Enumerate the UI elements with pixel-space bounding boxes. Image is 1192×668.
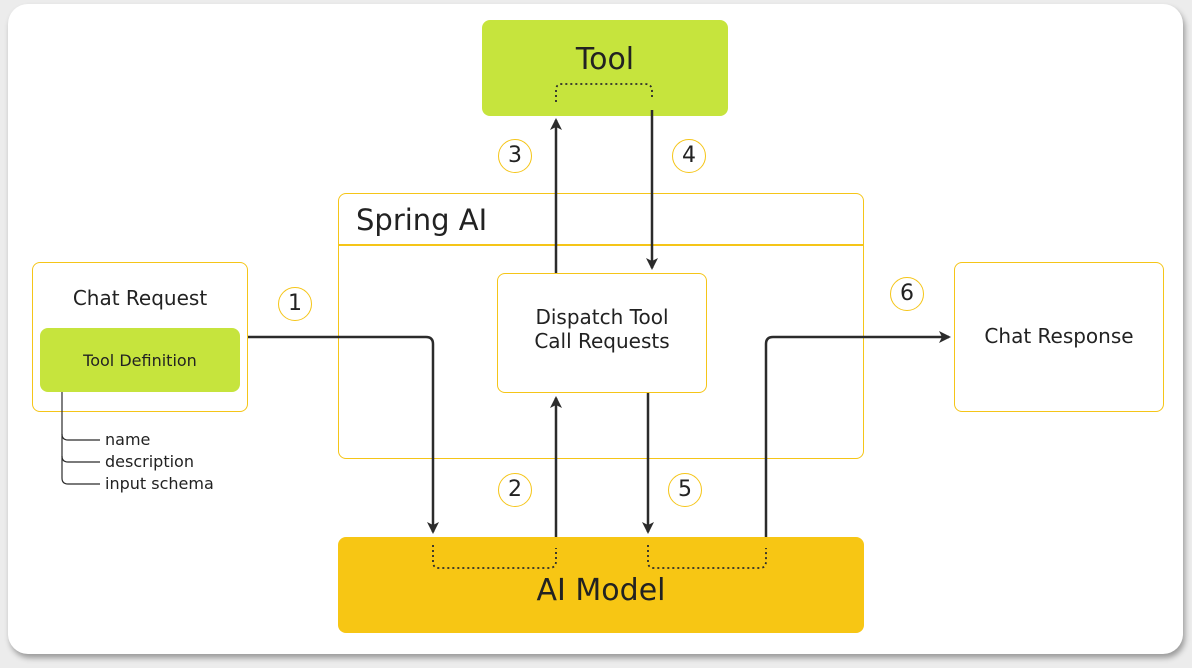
chat-response-box bbox=[954, 262, 1164, 412]
tool-label: Tool bbox=[575, 42, 635, 77]
dotted-loop-tool bbox=[555, 83, 653, 102]
field-input-schema: input schema bbox=[105, 474, 214, 493]
field-description: description bbox=[105, 452, 194, 471]
ai-model-label: AI Model bbox=[536, 573, 666, 608]
step-3-badge: 3 bbox=[498, 139, 532, 173]
spring-ai-frame bbox=[338, 193, 864, 459]
dispatch-label: Dispatch Tool Call Requests bbox=[534, 305, 670, 353]
field-tree-lines bbox=[61, 392, 100, 485]
step-2-badge: 2 bbox=[498, 473, 532, 507]
field-name: name bbox=[105, 430, 151, 449]
tool-box bbox=[482, 20, 728, 116]
tool-definition-box bbox=[40, 328, 240, 392]
spring-ai-label: Spring AI bbox=[356, 203, 488, 237]
step-1-badge: 1 bbox=[278, 287, 312, 321]
tool-definition-label: Tool Definition bbox=[83, 351, 197, 370]
ai-model-box bbox=[338, 537, 864, 633]
dotted-loop-5 bbox=[647, 545, 767, 569]
step-4-badge: 4 bbox=[672, 139, 706, 173]
step-6-badge: 6 bbox=[890, 277, 924, 311]
dotted-loop-2 bbox=[432, 545, 557, 569]
arrow-6 bbox=[764, 331, 951, 537]
chat-response-label: Chat Response bbox=[984, 324, 1134, 348]
arrow-1 bbox=[248, 335, 439, 534]
spring-ai-divider bbox=[339, 244, 863, 246]
chat-request-label: Chat Request bbox=[72, 286, 208, 310]
step-5-badge: 5 bbox=[668, 473, 702, 507]
dispatch-box bbox=[497, 273, 707, 393]
